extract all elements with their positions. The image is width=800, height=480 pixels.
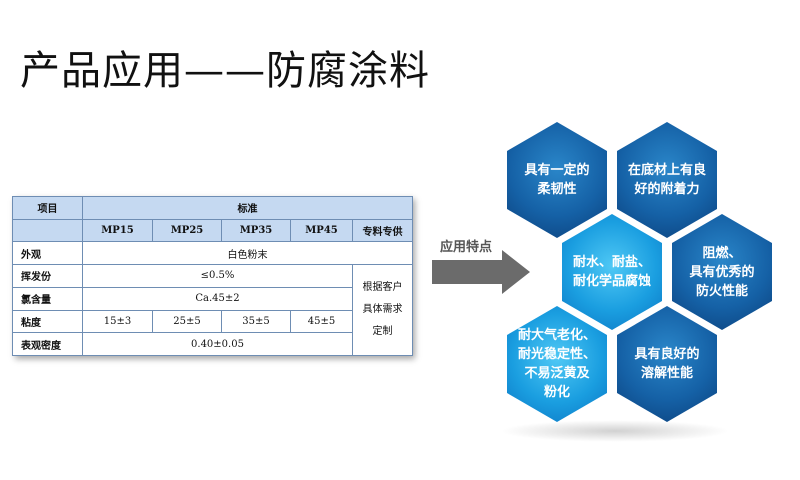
- grade-mp25: MP25: [152, 218, 222, 243]
- arrow-icon: [432, 250, 530, 294]
- feature-line: 具有良好的: [634, 347, 700, 362]
- volatile-value: ≤0.5%: [82, 264, 353, 288]
- feature-line: 耐化学品腐蚀: [572, 274, 651, 289]
- note-line: 具体需求: [362, 304, 403, 316]
- feature-hex-solubility: 具有良好的 溶解性能: [617, 306, 717, 422]
- feature-line: 具有一定的: [524, 163, 590, 178]
- feature-line: 防火性能: [695, 283, 748, 299]
- arrow-label: 应用特点: [440, 240, 493, 255]
- feature-hex-flexibility: 具有一定的 柔韧性: [507, 122, 607, 238]
- header-standard: 标准: [81, 196, 414, 220]
- custom-note: 根据客户 具体需求 定制: [351, 264, 414, 356]
- row-label-volatile: 挥发份: [12, 264, 83, 288]
- feature-line: 耐大气老化、: [517, 328, 596, 343]
- special-supply: 专料专供: [351, 218, 414, 243]
- viscosity-mp35: 35±5: [221, 309, 291, 334]
- grade-mp45: MP45: [290, 218, 353, 243]
- feature-hex-fireproof: 阻燃、 具有优秀的 防火性能: [672, 214, 772, 330]
- header-item: 项目: [12, 196, 83, 220]
- feature-line: 在底材上有良: [627, 163, 706, 178]
- grade-mp15: MP15: [82, 218, 153, 243]
- feature-line: 好的附着力: [634, 182, 700, 197]
- feature-line: 耐光稳定性、: [517, 347, 596, 362]
- viscosity-mp15: 15±3: [82, 309, 153, 334]
- header-empty: [12, 218, 83, 243]
- appearance-value: 白色粉末: [81, 241, 414, 266]
- feature-hex-weathering: 耐大气老化、 耐光稳定性、 不易泛黄及 粉化: [507, 306, 607, 422]
- feature-hex-adhesion: 在底材上有良 好的附着力: [617, 122, 717, 238]
- feature-hex-corrosion: 耐水、耐盐、 耐化学品腐蚀: [562, 214, 662, 330]
- row-label-appearance: 外观: [12, 241, 83, 266]
- chlorine-value: Ca.45±2: [82, 286, 353, 311]
- feature-line: 溶解性能: [640, 366, 693, 381]
- spec-table: 项目 标准 MP15 MP25 MP35 MP45 专料专供 外观 白色粉末 挥…: [12, 196, 414, 356]
- feature-line: 柔韧性: [537, 182, 577, 197]
- grade-mp35: MP35: [221, 218, 291, 243]
- row-label-viscosity: 粘度: [12, 309, 83, 334]
- note-line: 定制: [372, 326, 393, 338]
- feature-line: 不易泛黄及: [524, 366, 590, 381]
- note-line: 根据客户: [362, 282, 403, 294]
- viscosity-mp25: 25±5: [152, 309, 222, 334]
- row-label-chlorine: 氯含量: [12, 286, 83, 311]
- feature-line: 具有优秀的: [689, 264, 755, 280]
- row-label-density: 表观密度: [12, 332, 83, 356]
- feature-line: 粉化: [543, 385, 570, 400]
- density-value: 0.40±0.05: [82, 332, 353, 356]
- page-title: 产品应用——防腐涂料: [20, 48, 430, 94]
- feature-line: 阻燃、: [702, 245, 742, 261]
- feature-line: 耐水、耐盐、: [572, 255, 651, 270]
- viscosity-mp45: 45±5: [290, 309, 353, 334]
- hex-shadow: [500, 420, 730, 442]
